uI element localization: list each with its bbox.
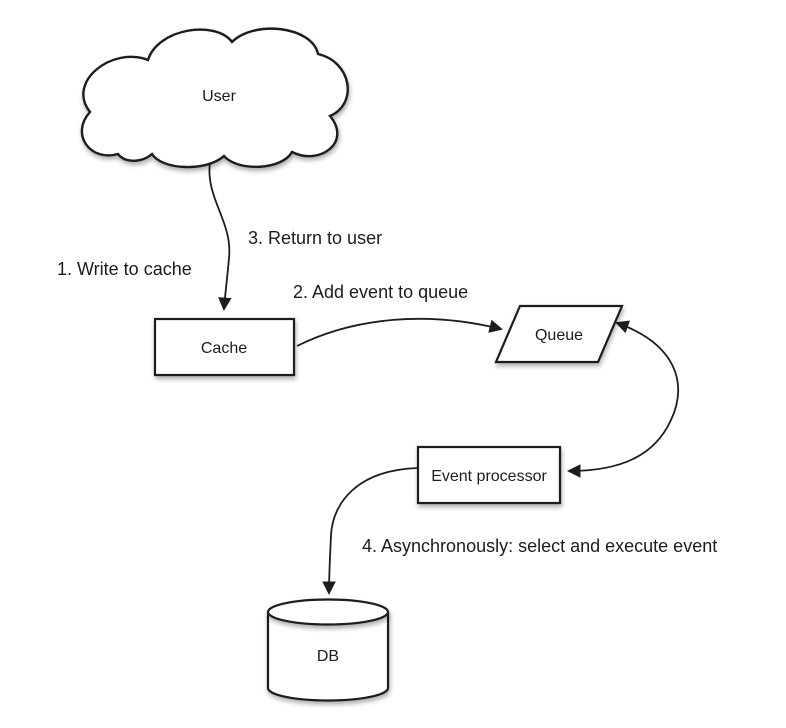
annotation-step3: 3. Return to user xyxy=(248,228,382,248)
user-label: User xyxy=(202,88,236,105)
queue-label: Queue xyxy=(535,327,583,344)
event-processor-box xyxy=(416,445,562,505)
edge-queue-event-processor xyxy=(566,320,679,478)
annotation-step1: 1. Write to cache xyxy=(57,259,192,279)
edge-user-to-cache xyxy=(208,161,232,312)
annotation-step4: 4. Asynchronously: select and execute ev… xyxy=(362,536,717,556)
event-processor-label: Event processor xyxy=(431,468,547,485)
db-cylinder-top xyxy=(266,598,390,626)
db-cylinder-body xyxy=(266,612,390,702)
user-cloud-shape xyxy=(80,27,349,169)
db-label: DB xyxy=(317,648,339,665)
cache-box xyxy=(153,317,296,377)
edge-cache-to-queue xyxy=(296,317,503,347)
edge-event-processor-to-db xyxy=(322,467,419,596)
queue-parallelogram xyxy=(494,304,624,364)
annotation-step2: 2. Add event to queue xyxy=(293,282,468,302)
cache-label: Cache xyxy=(201,340,247,357)
db-cylinder xyxy=(266,598,390,702)
